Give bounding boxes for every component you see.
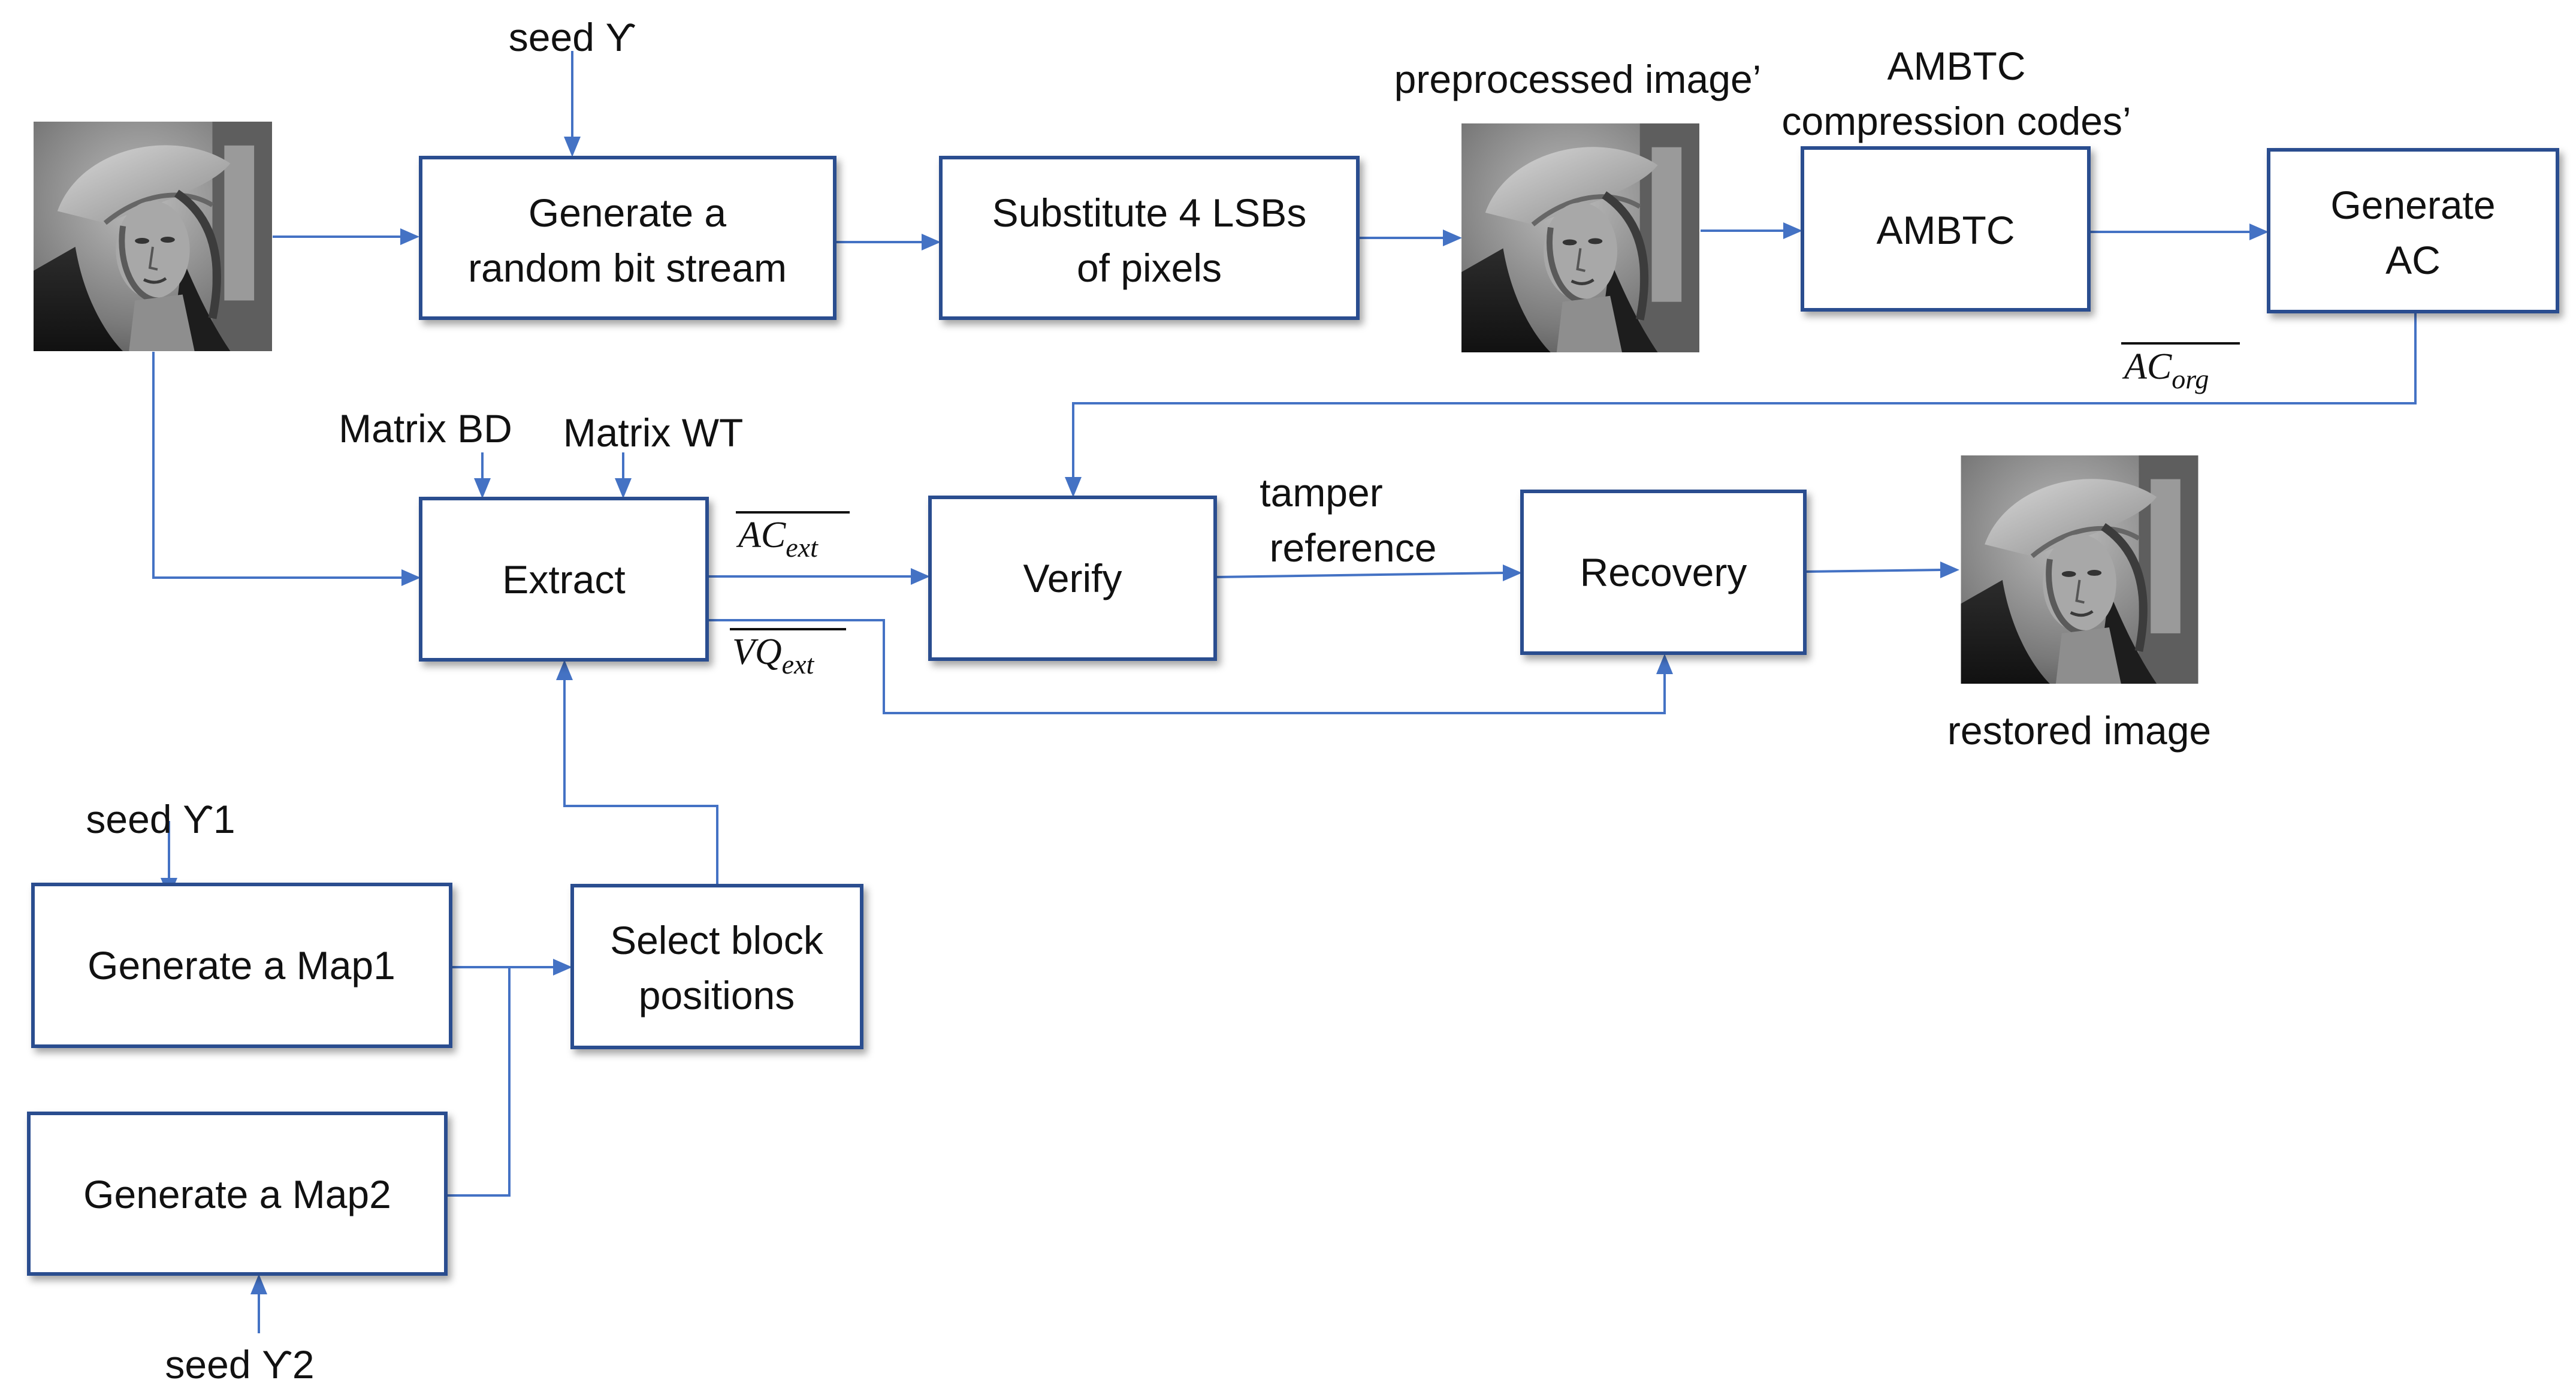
ac-org-label: ACorg — [2121, 342, 2240, 394]
box-label: random bit stream — [468, 246, 787, 290]
vq-ext-label: VQext — [730, 628, 846, 680]
preprocessed-image-label: preprocessed image’ — [1394, 57, 1762, 101]
matrix-wt-label: Matrix WT — [563, 410, 744, 455]
generate-random-bit-stream-box: Generate a random bit stream — [419, 156, 836, 320]
restored-image — [1961, 455, 2198, 684]
box-label: Extract — [502, 557, 625, 602]
ambtc-codes-label: AMBTC — [1888, 44, 2026, 88]
box-label: AC — [2385, 238, 2441, 282]
box-label: Generate a — [529, 191, 727, 235]
verify-box: Verify — [928, 496, 1217, 661]
box-label: Generate a Map1 — [87, 943, 395, 988]
preprocessed-image — [1461, 123, 1699, 352]
box-label: Recovery — [1580, 550, 1747, 594]
generate-map2-box: Generate a Map2 — [27, 1112, 448, 1276]
vq-ext-base: VQ — [732, 632, 782, 672]
recovery-box: Recovery — [1520, 490, 1807, 655]
tamper-reference-label: reference — [1270, 526, 1437, 570]
box-label: AMBTC — [1877, 208, 2015, 252]
seed-label: seed ϒ — [509, 15, 636, 59]
box-label: Verify — [1023, 556, 1122, 600]
box-label: Generate a Map2 — [83, 1172, 391, 1216]
ac-org-subscript: org — [2172, 364, 2209, 394]
select-block-positions-box: Select block positions — [570, 884, 863, 1049]
generate-map1-box: Generate a Map1 — [31, 883, 452, 1048]
substitute-lsbs-box: Substitute 4 LSBs of pixels — [939, 156, 1360, 320]
svg-text:VQext: VQext — [732, 632, 814, 680]
vq-ext-subscript: ext — [782, 649, 815, 680]
ac-org-base: AC — [2122, 346, 2172, 387]
ac-ext-subscript: ext — [786, 532, 819, 563]
generate-ac-box: Generate AC — [2267, 148, 2559, 313]
seed1-label: seed ϒ1 — [86, 797, 235, 841]
tamper-reference-label: tamper — [1260, 470, 1382, 515]
svg-text:ACorg: ACorg — [2122, 346, 2209, 394]
ac-ext-base: AC — [736, 515, 786, 555]
extract-box: Extract — [419, 497, 709, 662]
ac-ext-label: ACext — [736, 511, 850, 563]
box-label: Generate — [2330, 183, 2495, 227]
connectors — [152, 51, 2417, 1333]
input-image — [34, 122, 272, 351]
box-label: Substitute 4 LSBs — [992, 191, 1307, 235]
matrix-bd-label: Matrix BD — [339, 406, 512, 451]
box-label: positions — [639, 973, 795, 1017]
svg-text:ACext: ACext — [736, 515, 819, 563]
ambtc-box: AMBTC — [1801, 146, 2091, 312]
restored-image-label: restored image — [1947, 708, 2211, 753]
seed2-label: seed ϒ2 — [165, 1342, 314, 1387]
box-label: of pixels — [1077, 246, 1222, 290]
box-label: Select block — [610, 918, 824, 962]
ambtc-codes-label: compression codes’ — [1781, 99, 2131, 143]
